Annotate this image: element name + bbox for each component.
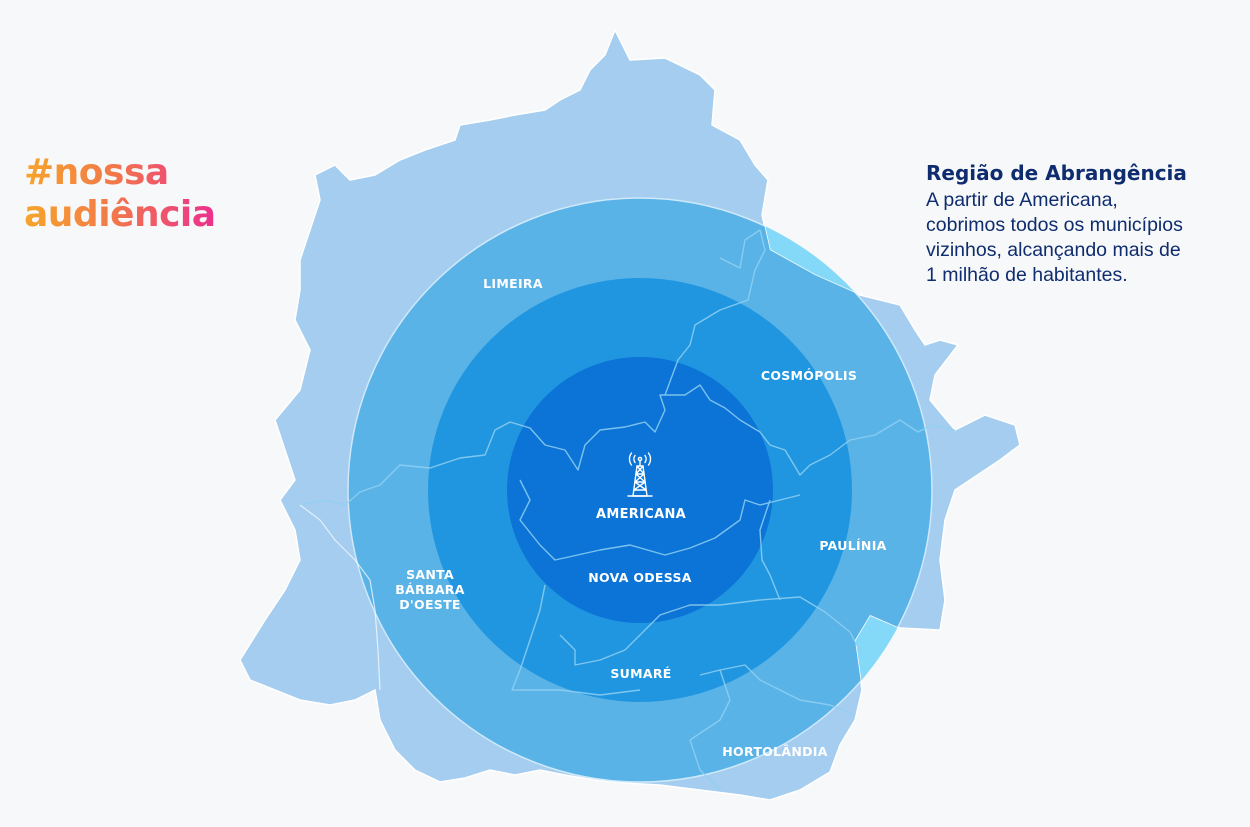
coverage-info: Região de Abrangência A partir de Americ…: [926, 158, 1236, 288]
city-label-cosmopolis: COSMÓPOLIS: [760, 368, 858, 383]
coverage-description: A partir de Americana, cobrimos todos os…: [926, 188, 1236, 288]
radio-tower-icon: [627, 452, 653, 497]
coverage-description-line-4: 1 milhão de habitantes.: [926, 264, 1128, 286]
city-label-santa-barbara-line-1: SANTA: [406, 567, 454, 582]
city-label-hortolandia: HORTOLÂNDIA: [722, 744, 828, 759]
city-label-nova-odessa: NOVA ODESSA: [588, 570, 692, 585]
city-label-paulinia: PAULÍNIA: [819, 538, 887, 553]
city-label-limeira: LIMEIRA: [483, 276, 543, 291]
region-outline: [299, 504, 381, 691]
coverage-description-line-2: cobrimos todos os municípios: [926, 214, 1183, 236]
coverage-description-line-3: vizinhos, alcançando mais de: [926, 239, 1181, 261]
coverage-title: Região de Abrangência: [926, 161, 1187, 185]
city-label-santa-barbara-line-3: D'OESTE: [399, 597, 461, 612]
city-label-sumare: SUMARÉ: [610, 666, 672, 681]
municipal-borders: [299, 229, 956, 791]
city-label-santa-barbara-line-2: BÁRBARA: [395, 582, 465, 597]
city-label-santa-barbara: SANTA BÁRBARA D'OESTE: [395, 567, 464, 612]
coverage-description-line-1: A partir de Americana,: [926, 189, 1118, 211]
city-label-americana: AMERICANA: [596, 507, 686, 522]
